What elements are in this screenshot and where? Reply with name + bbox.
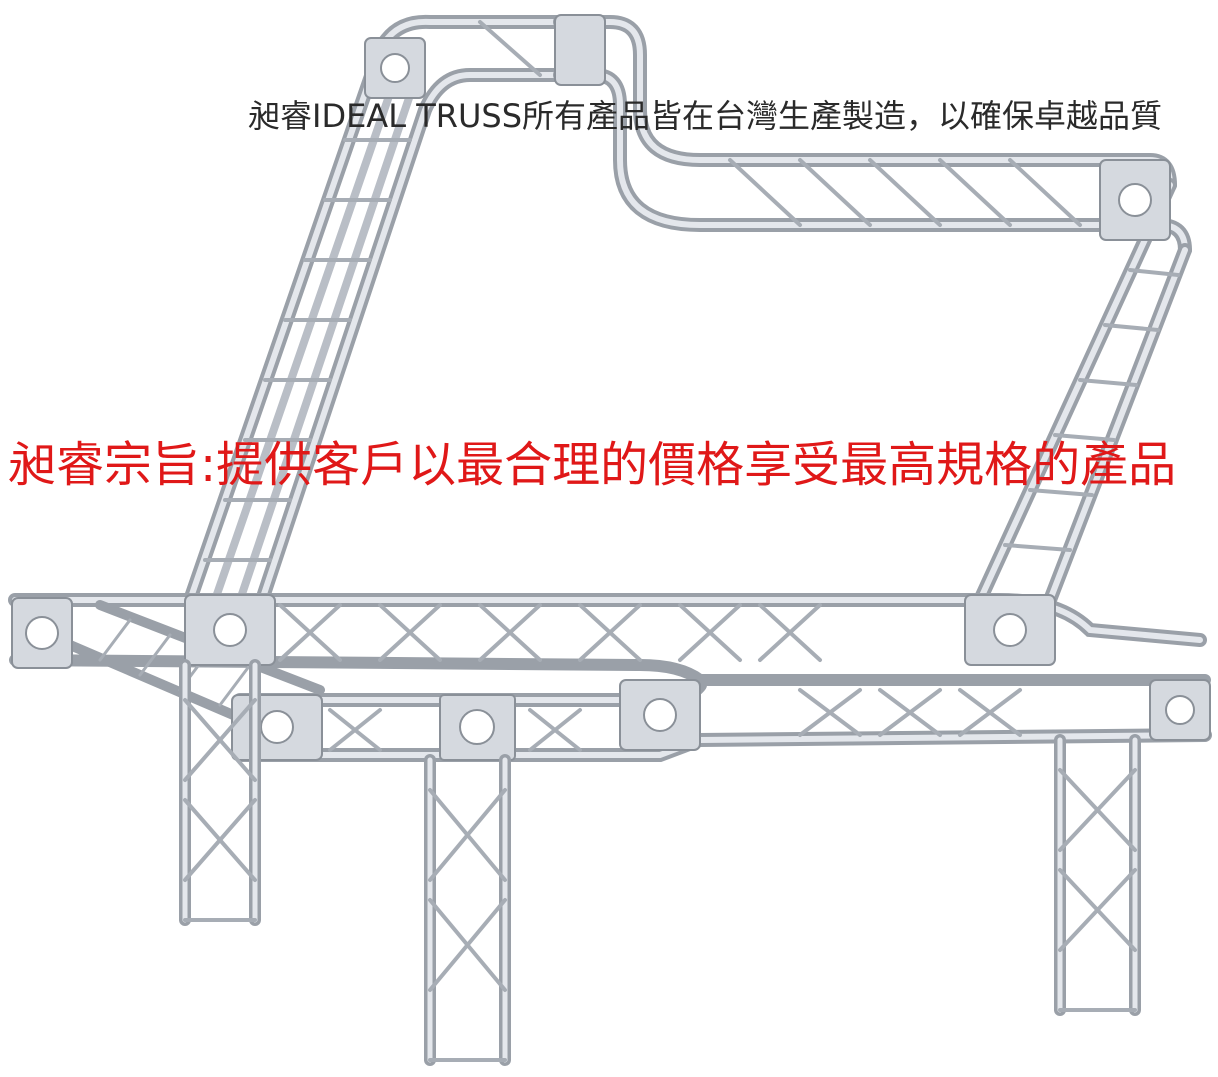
quality-statement-text: 昶睿IDEAL TRUSS所有產品皆在台灣生產製造，以確保卓越品質 (248, 97, 1163, 135)
connector-blocks (11, 14, 1211, 761)
right-arch-truss (973, 178, 1192, 607)
mission-statement-text: 昶睿宗旨:提供客戶以最合理的價格享受最高規格的產品 (8, 437, 1177, 493)
support-legs (179, 659, 1141, 1066)
